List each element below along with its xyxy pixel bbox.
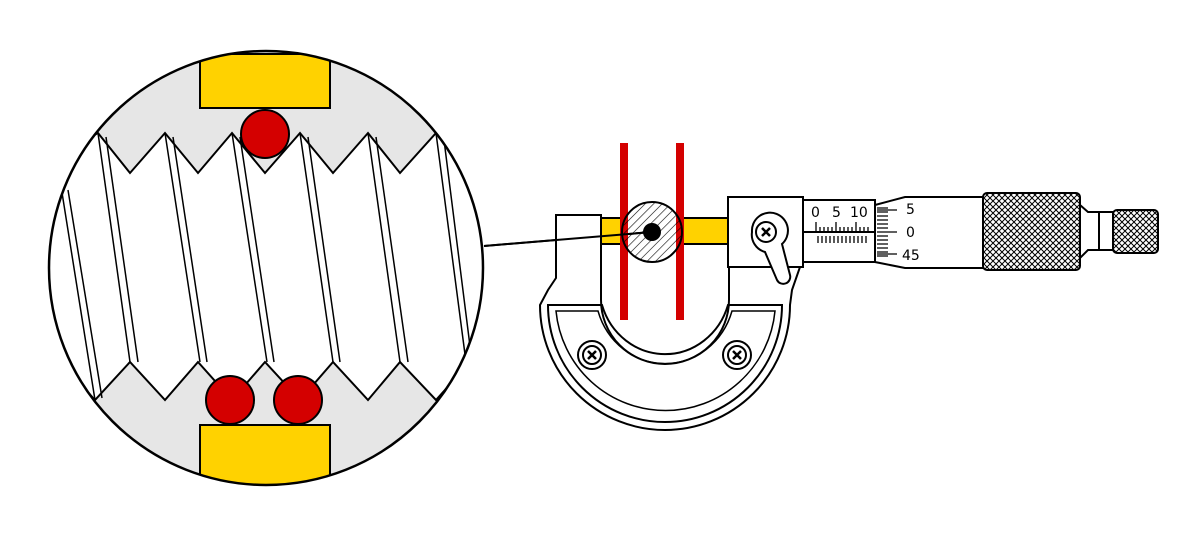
bottom-wire-left bbox=[205, 375, 255, 425]
bottom-wire-right bbox=[273, 375, 323, 425]
screw-right bbox=[722, 340, 752, 370]
thimble-knurl bbox=[982, 192, 1081, 271]
screw-left bbox=[577, 340, 607, 370]
ratchet-knob bbox=[1112, 209, 1159, 254]
thread-profile bbox=[49, 131, 483, 402]
sleeve-label-0: 0 bbox=[811, 205, 820, 221]
ratchet-neck bbox=[1079, 202, 1114, 261]
sleeve-ticks bbox=[815, 222, 869, 243]
spindle bbox=[679, 217, 729, 245]
magnifier-outline bbox=[47, 49, 485, 487]
lower-anvil bbox=[199, 424, 331, 485]
micrometer bbox=[538, 192, 1159, 431]
thread-flank-lines bbox=[59, 132, 473, 401]
upper-anvil bbox=[199, 53, 331, 109]
sleeve-label-10: 10 bbox=[850, 205, 868, 221]
thimble-label-0: 0 bbox=[906, 225, 915, 241]
thimble-label-45: 45 bbox=[902, 248, 920, 264]
frame-plate bbox=[546, 304, 784, 423]
magnified-view bbox=[49, 51, 483, 485]
thimble-ticks bbox=[877, 207, 897, 257]
top-wire bbox=[240, 109, 290, 159]
thimble-label-5: 5 bbox=[906, 202, 915, 218]
sleeve-label-5: 5 bbox=[832, 205, 841, 221]
